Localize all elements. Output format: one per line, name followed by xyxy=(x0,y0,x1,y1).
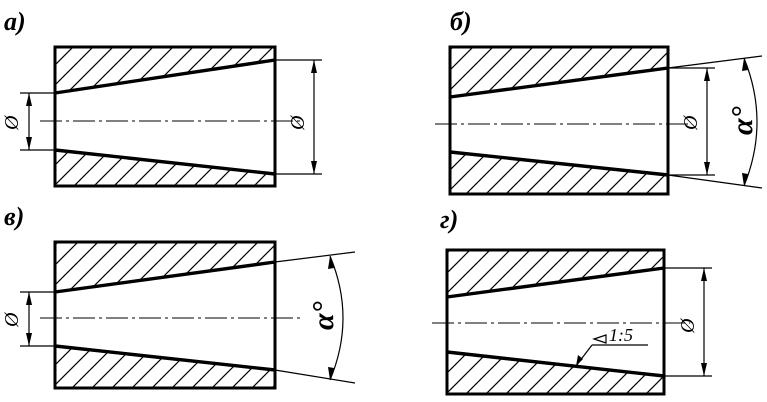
small-diameter-label: Ø xyxy=(1,114,23,131)
panel-label-c: в) xyxy=(4,202,24,231)
hatched-wall-bottom xyxy=(450,152,668,194)
part-body xyxy=(432,248,690,396)
hatched-wall-top xyxy=(450,47,668,97)
part-outline xyxy=(448,45,670,196)
panel-b: б) Ø α° xyxy=(435,7,763,196)
panel-c: в) Ø α° xyxy=(1,202,356,390)
angle-dimension: α° xyxy=(667,55,763,189)
panel-label-d: г) xyxy=(440,205,458,234)
panel-label-b: б) xyxy=(450,7,472,36)
taper-dimension: 1:5 xyxy=(575,325,648,367)
panel-d: г) Ø 1:5 xyxy=(432,205,712,396)
bore-line-bottom xyxy=(54,344,276,372)
large-diameter-label: Ø xyxy=(287,114,309,131)
angle-dimension: α° xyxy=(274,251,356,384)
hatched-wall-bottom xyxy=(447,352,664,394)
large-diameter-dimension: Ø xyxy=(664,267,712,377)
part-outline xyxy=(53,240,277,390)
hatched-wall-bottom xyxy=(55,150,275,186)
large-diameter-label: Ø xyxy=(680,114,702,131)
part-outline xyxy=(53,45,277,188)
taper-symbol-icon xyxy=(592,334,607,344)
bore-line-top xyxy=(54,58,276,95)
small-diameter-dimension: Ø xyxy=(1,291,55,347)
hatched-wall-top xyxy=(55,242,275,292)
small-diameter-dimension: Ø xyxy=(1,92,55,151)
angle-label: α° xyxy=(726,106,759,135)
bore-line-top xyxy=(54,260,276,294)
part-outline xyxy=(445,248,666,396)
part-body xyxy=(435,45,690,196)
bore-line-bottom xyxy=(449,150,669,177)
small-diameter-label: Ø xyxy=(1,311,23,328)
large-diameter-dimension: Ø xyxy=(668,67,715,176)
large-diameter-dimension: Ø xyxy=(275,59,322,175)
bore-line-top xyxy=(449,66,669,99)
hatched-wall-top xyxy=(447,250,664,297)
part-body xyxy=(40,240,300,390)
hatched-wall-top xyxy=(55,47,275,93)
angle-label: α° xyxy=(307,301,340,330)
panel-label-a: а) xyxy=(4,7,26,36)
bore-line-bottom xyxy=(54,148,276,176)
bore-line-top xyxy=(446,266,665,299)
hatched-wall-bottom xyxy=(55,346,275,388)
panel-a: а) Ø Ø xyxy=(1,7,322,188)
taper-label: 1:5 xyxy=(609,325,633,345)
part-body xyxy=(40,45,300,188)
bore-line-bottom xyxy=(446,350,665,378)
large-diameter-label: Ø xyxy=(677,317,699,334)
